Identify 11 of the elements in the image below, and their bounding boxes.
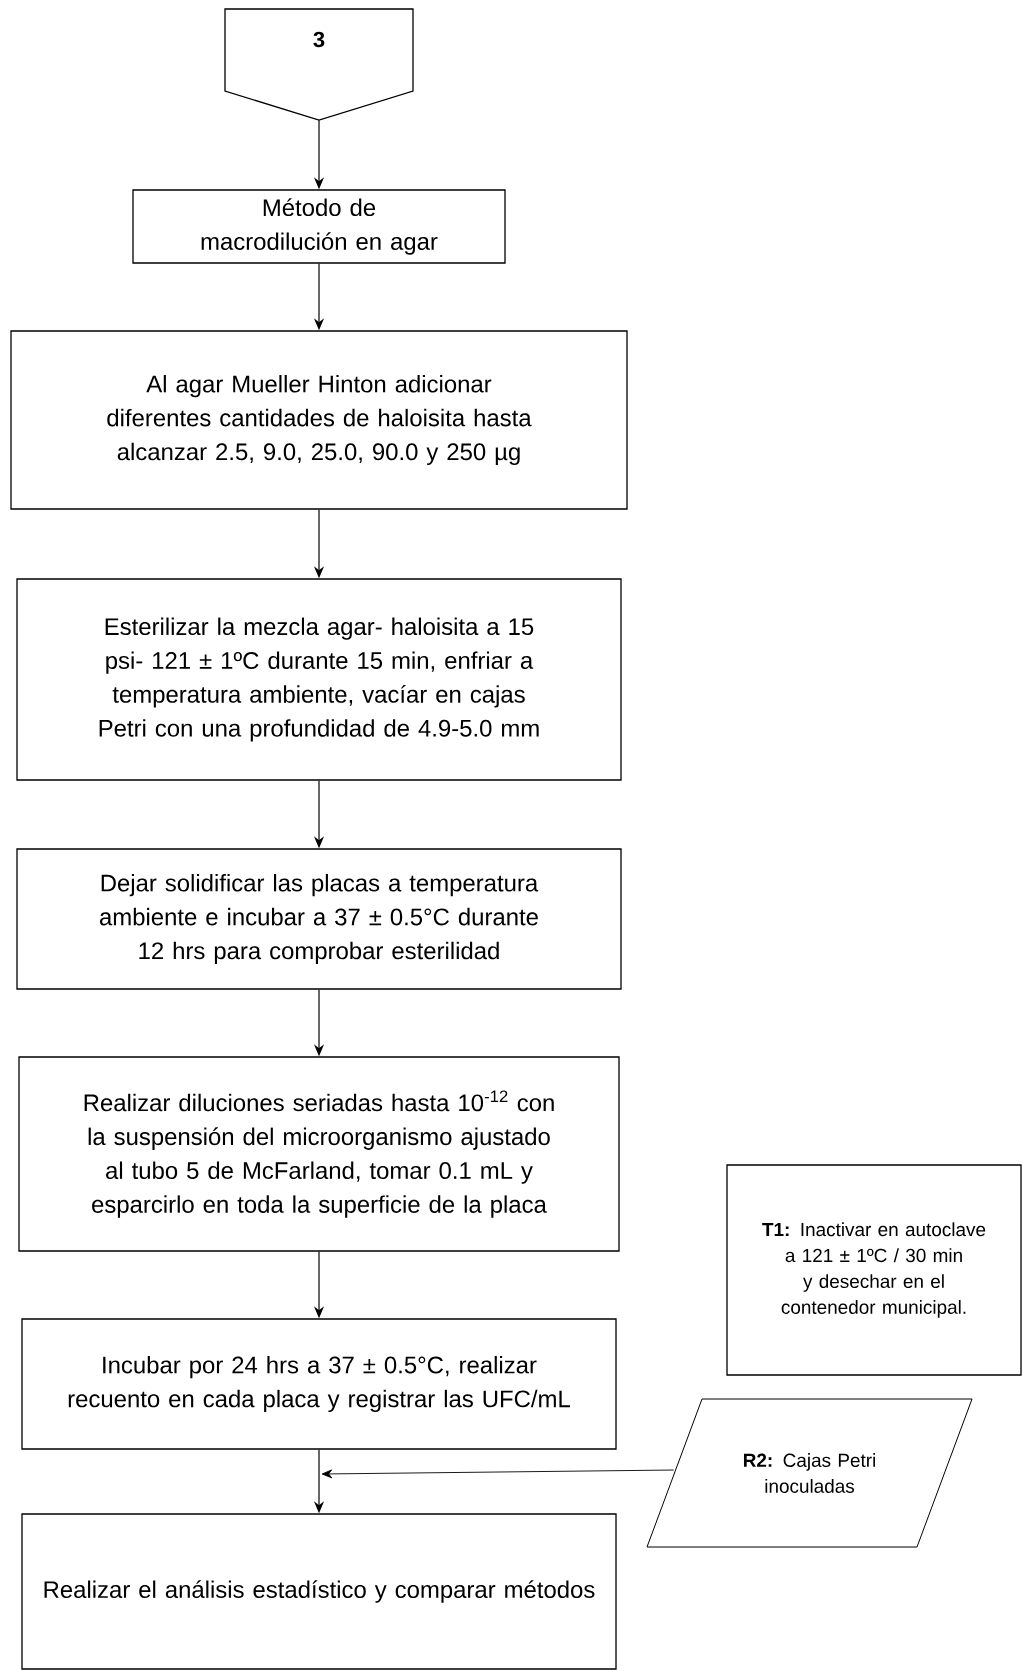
process-box: T1: Inactivar en autoclave a 121 ± 1ºC / 30 min y desechar en el contenedor municipal.: [726, 1164, 1022, 1376]
data-parallelogram: R2: Cajas Petri inoculadas: [646, 1398, 973, 1548]
process-box: Realizar el análisis estadístico y comparar métodos: [21, 1513, 617, 1670]
process-box: Incubar por 24 hrs a 37 ± 0.5°C, realizar recuento en cada placa y registrar las UFC/mL: [21, 1318, 617, 1450]
process-box: Método de macrodilución en agar: [132, 189, 506, 264]
process-box: Dejar solidificar las placas a temperatura ambiente e incubar a 37 ± 0.5°C durante 12 hrs para comprobar esterilidad: [16, 848, 622, 990]
process-box: Esterilizar la mezcla agar- haloisita a 15 psi- 121 ± 1ºC durante 15 min, enfriar a temperatura ambiente, vacíar en cajas Petri con una profundidad de 4.9-5.0 mm: [16, 578, 622, 781]
process-box: Realizar diluciones seriadas hasta 10$^{-12}$ con la suspensión del microorganismo ajustado al tubo 5 de McFarland, tomar 0.1 mL y esparcirlo en toda la superficie de la placa: [18, 1056, 620, 1252]
arrow: [321, 1469, 675, 1479]
process-box: Al agar Mueller Hinton adicionar diferentes cantidades de haloisita hasta alcanzar 2.5, 9.0, 25.0, 90.0 y 250 µg: [10, 330, 628, 510]
off-page-connector: 3: [224, 8, 414, 121]
